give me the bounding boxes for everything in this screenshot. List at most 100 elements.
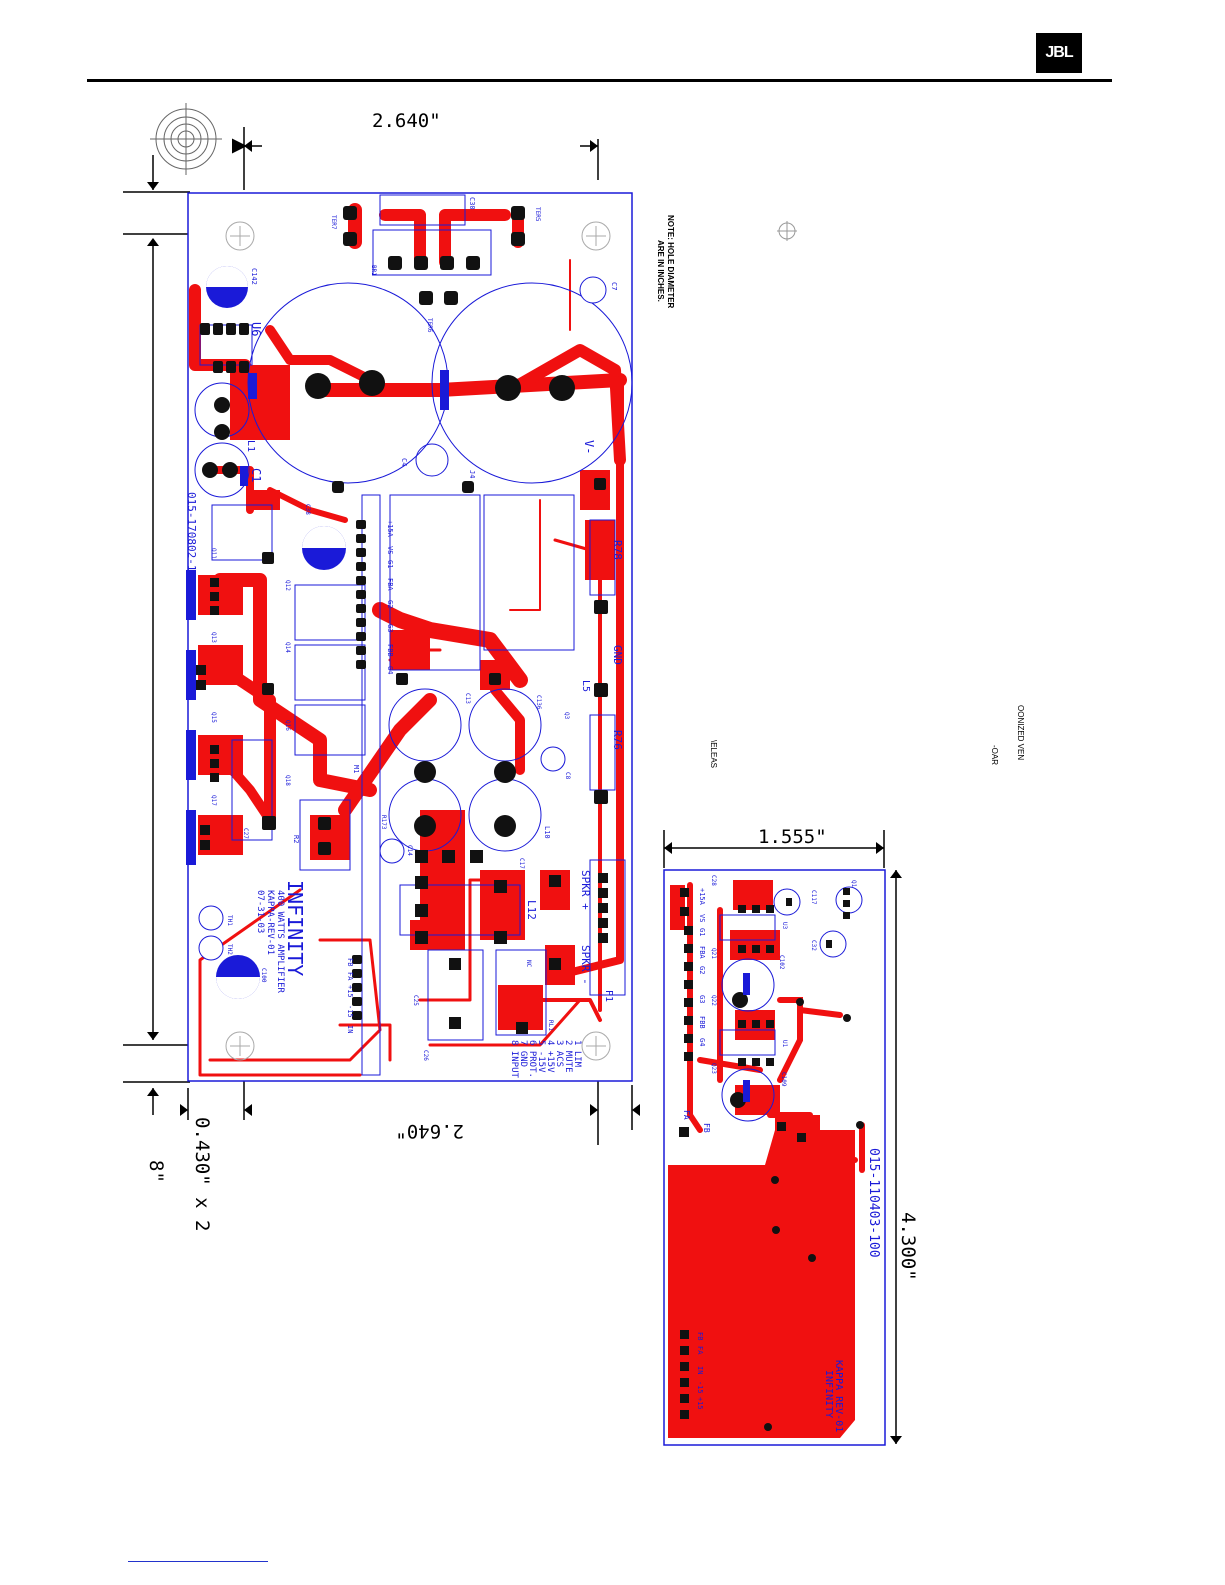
sub-bottom-pins: FB FA IN -15 +15 [696,1332,704,1410]
label-c26: C26 [422,1050,429,1061]
svg-text:FBB: FBB [698,1016,706,1029]
label-r2: R2 [292,835,300,843]
svg-text:G3: G3 [386,624,394,632]
label-r78: R78 [611,540,624,560]
svg-text:2 MUTE: 2 MUTE [563,1040,573,1073]
label-c14: C14 [406,845,413,856]
svg-text:+15: +15 [696,1397,704,1410]
svg-text:3 ACS: 3 ACS [554,1040,564,1067]
main-board: 015-170802-100 INFINITY 400 WATTS AMPLIF… [185,192,633,1082]
svg-text:FB: FB [696,1332,704,1340]
sub-label-fb: FB [702,1123,711,1133]
svg-text:G1: G1 [698,928,706,936]
dim-sub-height: 4.300" [897,1212,919,1281]
text-fragment-a: OONIZED VEN [1016,705,1025,760]
label-c4: C4 [400,458,408,466]
dim-side-height: 8" [145,1160,167,1183]
sub-label-q23: Q23 [710,1063,717,1074]
label-c1: C1 [249,468,263,482]
sub-label-fa: FA [682,1110,691,1120]
sub-header-pins: +15A VS G1 FBA G2 G3 FBB G4 [698,888,706,1046]
label-ter7: TER7 [330,215,337,230]
svg-text:+15A: +15A [386,520,394,538]
label-l12: L12 [525,900,538,920]
label-rl1: RL1 [547,1020,554,1031]
svg-text:FBB: FBB [386,644,394,657]
sub-label-q22: Q22 [710,995,717,1006]
main-model-line-1: 400 WATTS AMPLIFIER [275,890,285,994]
label-q15: Q15 [210,712,217,723]
label-l1: L1 [245,440,256,452]
label-p1: P1 [603,990,614,1002]
svg-text:G2: G2 [698,966,706,974]
header-rule [87,79,1112,82]
label-q17: Q17 [210,795,217,806]
dim-main-top-width: 2.640" [372,110,441,132]
main-model-line-2: KAPPA-REV-01 [265,890,275,955]
label-th2: TH2 [226,944,233,955]
dim-sub-top-width: 1.555" [758,826,827,848]
main-model-line-3: 07-31-03 [255,890,265,933]
sub-board: 015-110403-100 KAPPA REV-01 INFINITY C11… [663,869,886,1446]
label-spkr-plus: SPKR + [579,870,592,910]
label-r76: R76 [611,730,624,750]
sub-label-c117: C117 [810,890,817,905]
svg-text:G3: G3 [698,995,706,1003]
text-fragment-c: \ELEAS [709,740,718,768]
label-q14: Q14 [284,642,291,653]
label-l10: L10 [543,826,551,839]
label-c8: C8 [564,772,571,780]
sub-copper-pours [668,880,855,1438]
pads [196,206,608,1034]
sub-model: KAPPA REV-01 [833,1360,844,1432]
svg-text:G4: G4 [386,666,394,674]
header-pins-top: +15A VS G1 FBA G2 G3 FBB G4 [386,520,394,674]
sub-part-number: 015-110403-100 [866,1148,881,1258]
note-line-2: ARE IN INCHES. [656,240,665,302]
svg-text:+15: +15 [346,985,354,998]
dim-side-width: 0.430" x 2 [191,1117,213,1231]
hole-symbol-icon [777,221,797,241]
sub-label-c28: C28 [710,875,717,886]
svg-text:G4: G4 [698,1038,706,1046]
svg-text:G1: G1 [386,560,394,568]
svg-text:8 INPUT: 8 INPUT [509,1040,519,1079]
svg-text:VS: VS [386,546,394,554]
connector-pin-list: 1 LIM 2 MUTE 3 ACS 4 +15V 5 -15V 6 PROT.… [509,1040,582,1079]
sub-pads [679,888,864,1431]
sub-label-q1: Q1 [850,880,857,888]
label-c38: C38 [304,504,311,515]
main-brand-label: INFINITY [283,880,307,976]
label-br1: BR1 [370,265,377,276]
label-c13: C13 [464,693,471,704]
svg-text:VS: VS [698,914,706,922]
svg-text:G2: G2 [386,600,394,608]
sub-label-u3: U3 [781,922,788,930]
footer-rule [128,1561,268,1562]
text-fragment-b: -OAR [990,745,999,765]
svg-text:IN: IN [696,1366,704,1374]
sub-label-c109: C109 [780,1072,787,1087]
label-gnd: GND [611,645,624,665]
note-line-1: NOTE: HOLE DIAMETER [666,215,675,309]
label-nc: NC [525,960,532,968]
svg-text:5 -15V: 5 -15V [536,1040,546,1073]
label-c17: C17 [518,858,525,869]
label-q11: Q11 [210,548,217,559]
dimension-lines [123,127,902,1444]
svg-text:4 +15V: 4 +15V [545,1040,555,1073]
smd-parts [186,370,449,865]
label-c136: C136 [535,695,542,710]
label-q3: Q3 [563,712,570,720]
main-part-number: 015-170802-100 [185,492,198,585]
sub-label-q21: Q21 [710,948,717,959]
svg-text:FBA: FBA [698,946,706,959]
label-m1: M1 [352,765,360,773]
label-spkr-minus: SPKR - [579,945,592,985]
label-th1: TH1 [226,915,233,926]
label-l5: L5 [580,680,591,692]
label-j4: J4 [468,470,476,478]
label-ter6: TER6 [426,318,433,333]
copper-pours [198,365,615,1030]
svg-text:FB: FB [346,958,354,966]
